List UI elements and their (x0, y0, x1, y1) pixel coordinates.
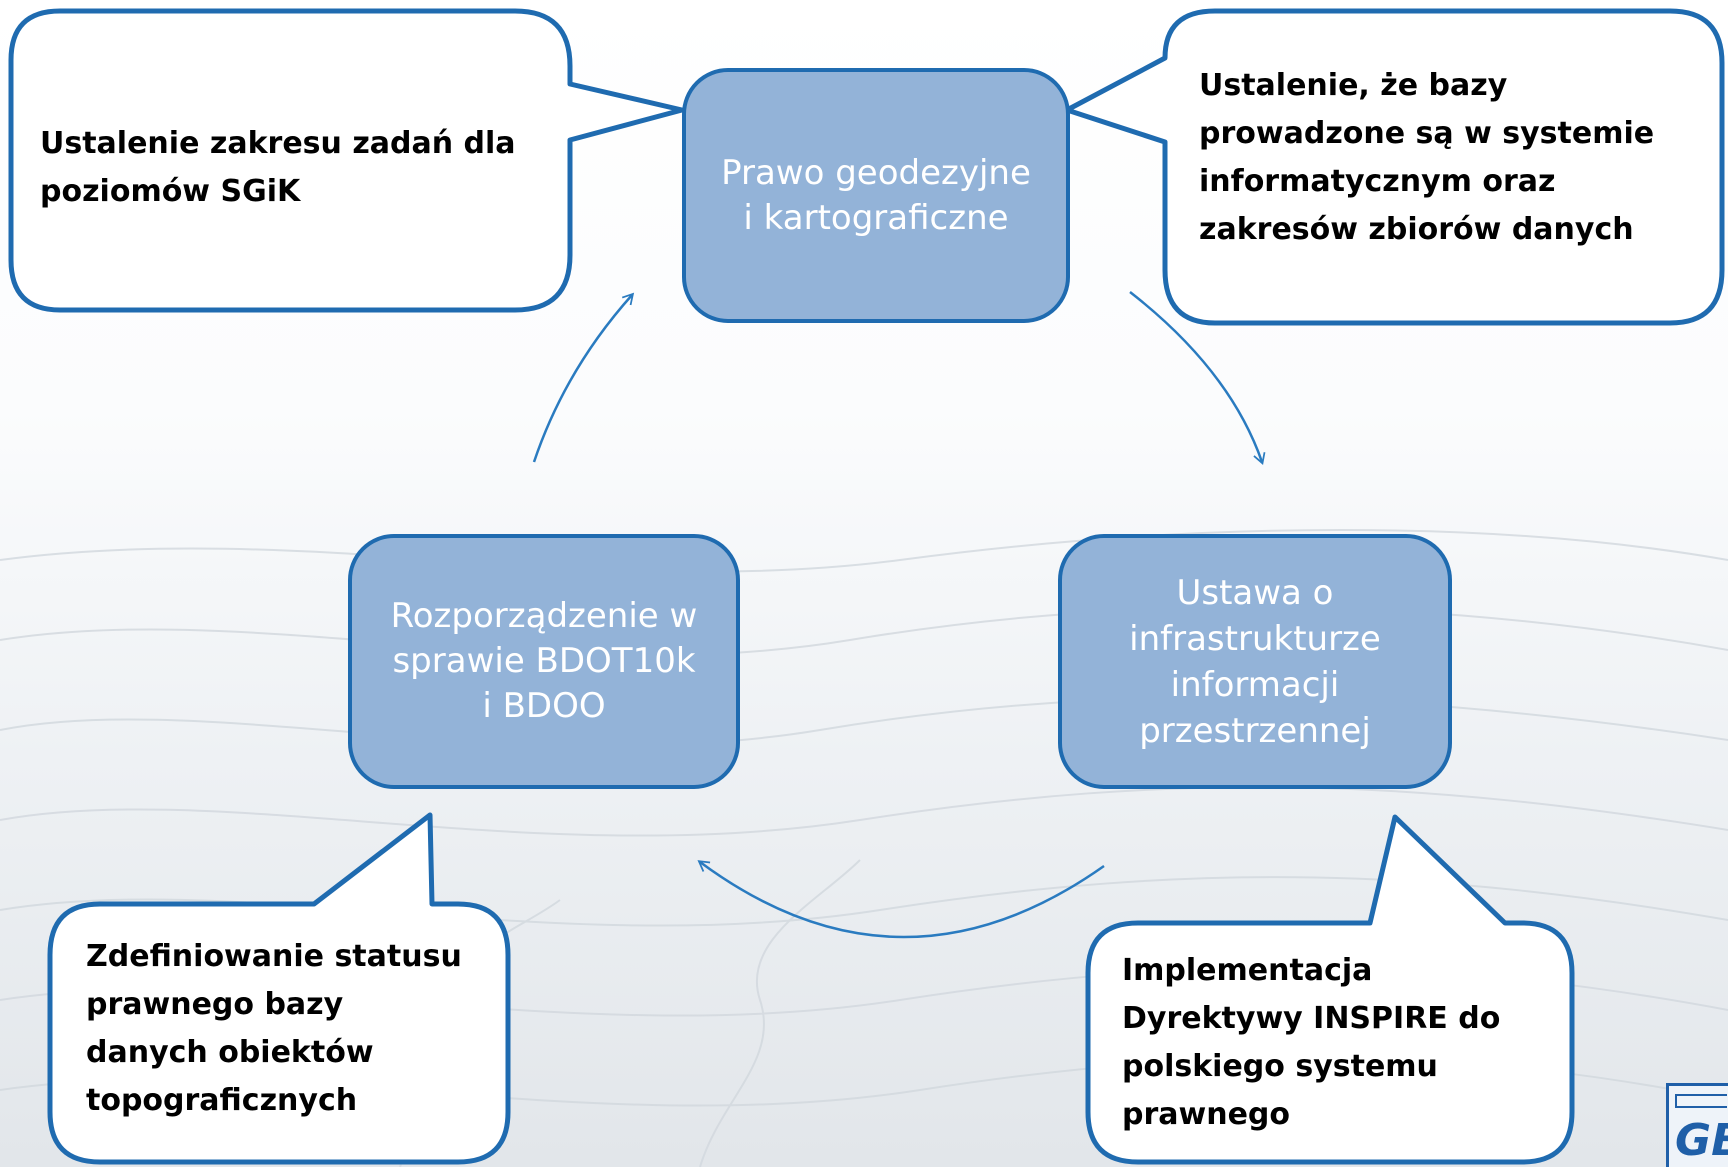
arrow-top-to-right (1129, 291, 1266, 465)
callout-text-top-left: Ustalenie zakresu zadań dla poziomów SGi… (40, 126, 516, 209)
gbd-logo: GBD (1666, 1083, 1728, 1167)
callout-bubble-bottom-right (1085, 814, 1575, 1165)
node-rozporzadzenie: Rozporządzenie w sprawie BDOT10k i BDOO (348, 534, 740, 789)
node-ustawa-infrastruktura: Ustawa o infrastrukturze informacji prze… (1058, 534, 1452, 789)
callout-bubble-top-right (1064, 8, 1725, 326)
callout-text-bottom-left: Zdefiniowanie statusu prawnego bazy dany… (86, 939, 462, 1118)
arrow-left-to-top (532, 292, 635, 463)
callout-text-top-right: Ustalenie, że bazy prowadzone są w syste… (1199, 68, 1655, 247)
callout-bubble-bottom-left (47, 812, 511, 1165)
callout-text-bottom-right: Implementacja Dyrektywy INSPIRE do polsk… (1122, 953, 1501, 1132)
node-prawo-geodezyjne: Prawo geodezyjne i kartograficzne (682, 68, 1070, 323)
logo-bar (1675, 1094, 1727, 1108)
arrow-right-to-left (697, 860, 1105, 939)
callout-bubble-top-left (8, 8, 685, 313)
logo-text: GBD (1675, 1115, 1728, 1166)
